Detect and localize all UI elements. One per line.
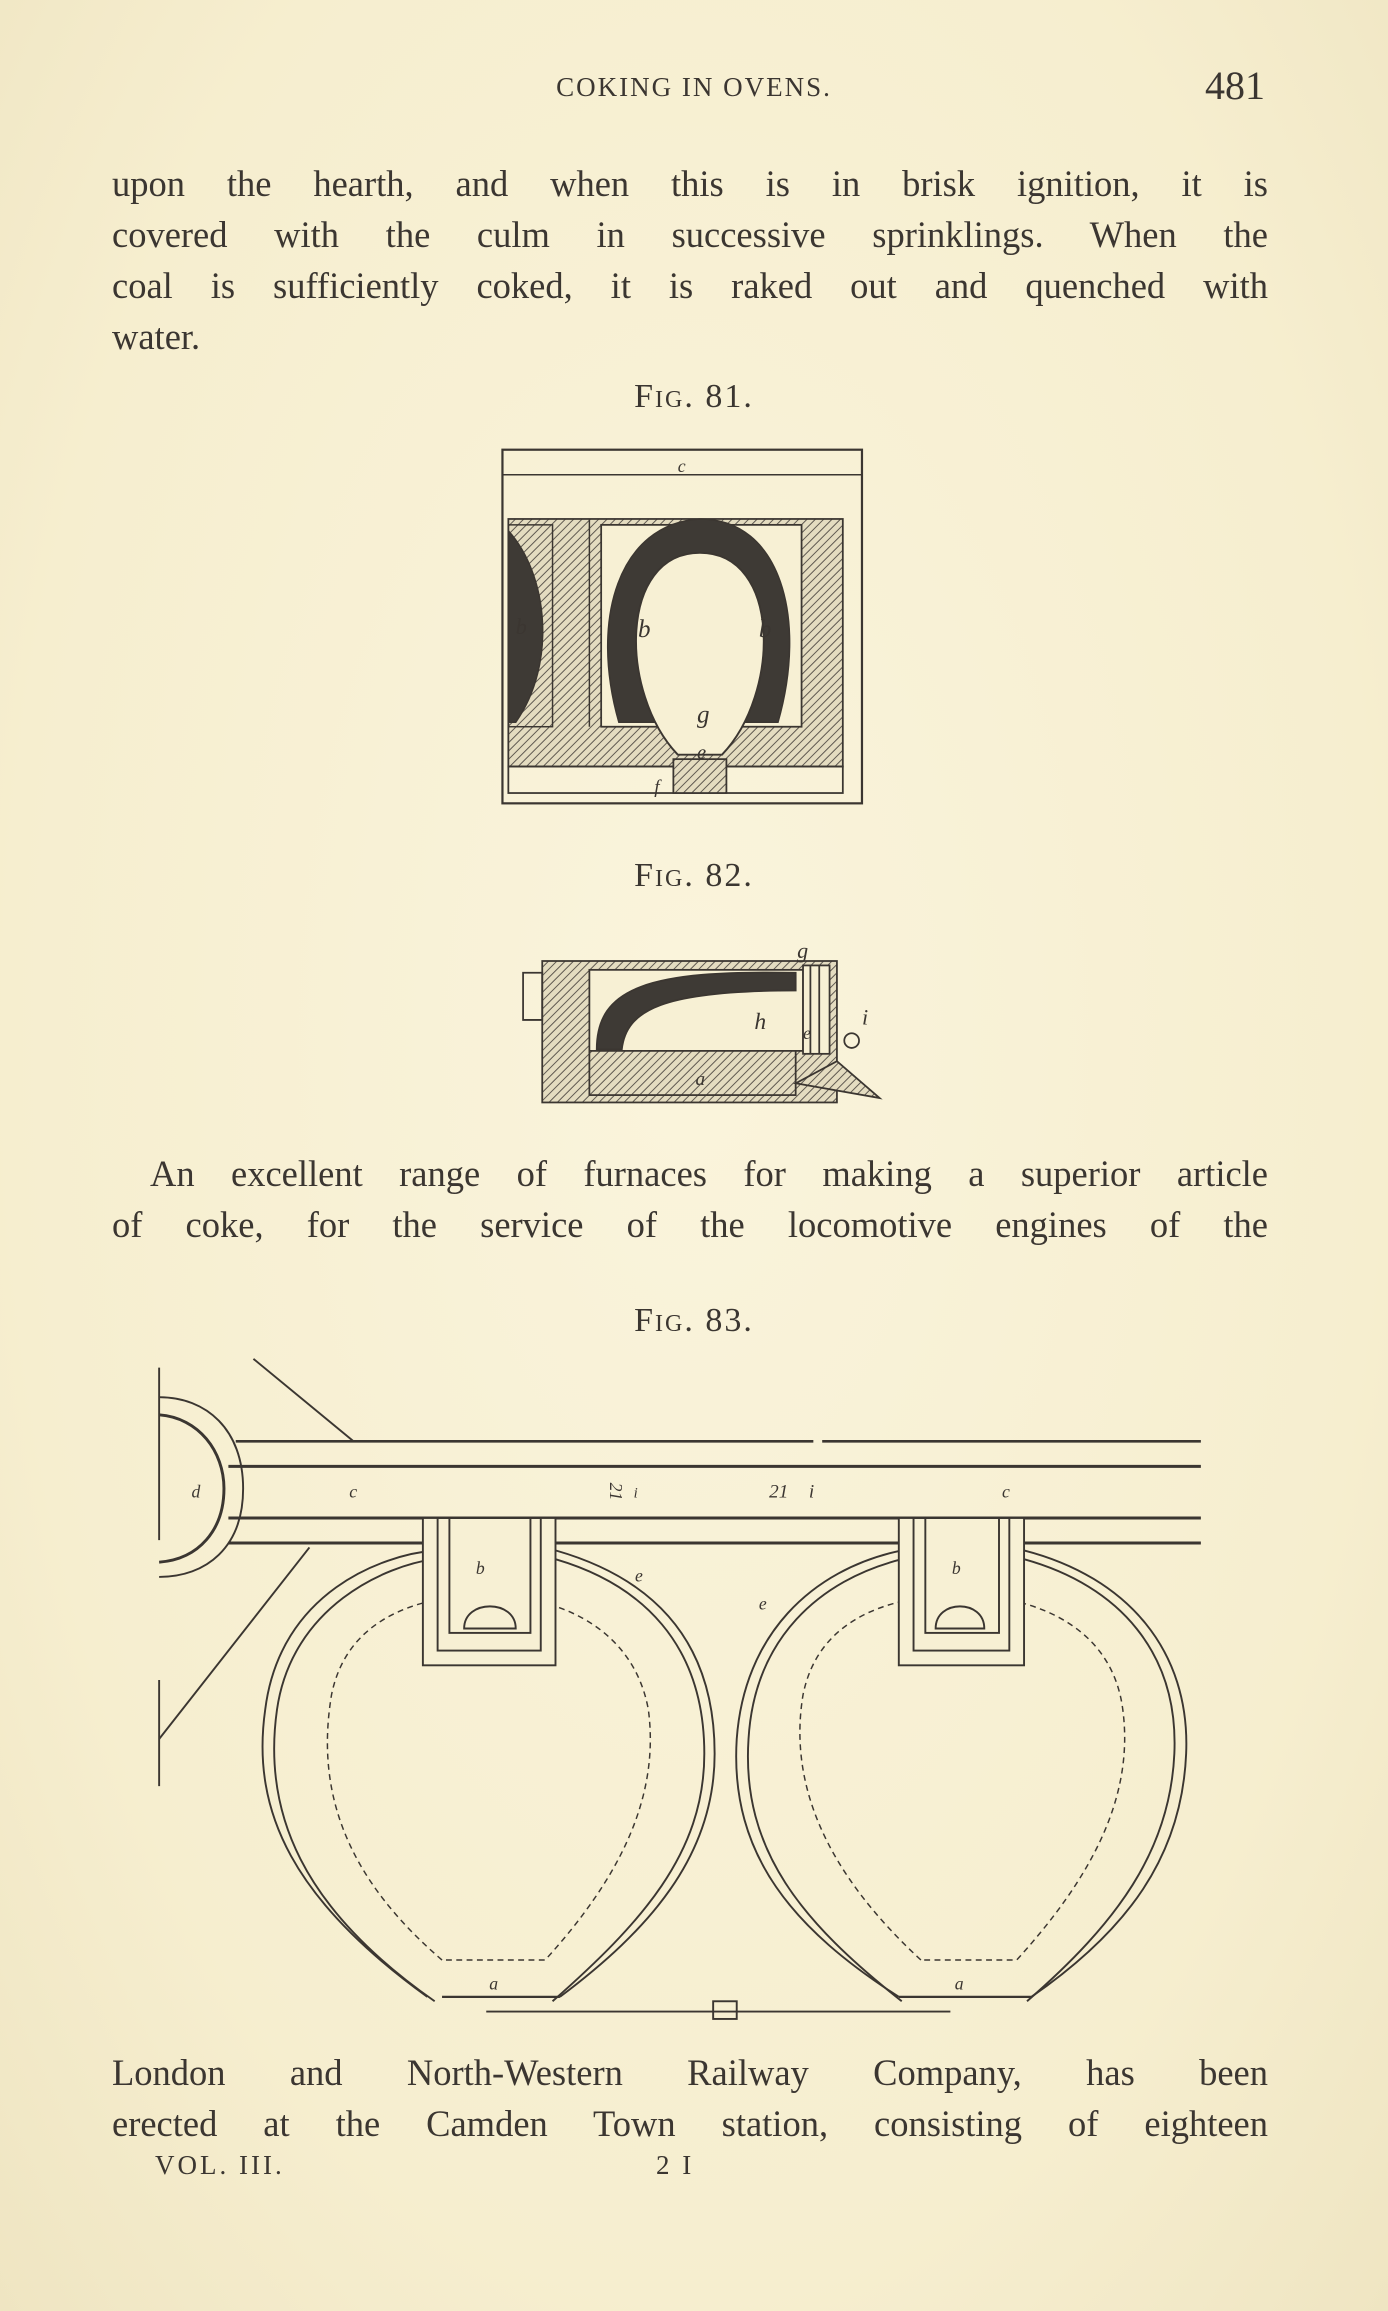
fig-83-label-e-left: e (635, 1565, 643, 1585)
fig-82-caption: Fig. 82. (634, 857, 754, 894)
paragraph-2-line-2: of coke, for the service of the locomoti… (112, 1204, 1268, 1245)
fig-83-label-c-right: c (1002, 1481, 1010, 1501)
fig-83-label-e-right: e (759, 1593, 767, 1613)
fig-81-label-b-right: b (759, 616, 772, 643)
fig-81-caption: Fig. 81. (634, 378, 754, 415)
fig-83-label-a-right: a (955, 1973, 964, 1993)
volume-footer: VOL. III. (155, 2150, 285, 2180)
paragraph-1-line-2: covered with the culm in successive spri… (112, 214, 1268, 255)
fig-83-label-b-left: b (476, 1558, 485, 1578)
fig-81-label-c: c (678, 456, 686, 476)
fig-82-label-i: i (862, 1004, 868, 1029)
paragraph-1-line-3: coal is sufficiently coked, it is raked … (112, 265, 1268, 306)
fig-81-label-e: e (697, 742, 706, 764)
page-number: 481 (1205, 63, 1265, 108)
paragraph-3-line-2: erected at the Camden Town station, cons… (112, 2103, 1268, 2144)
paragraph-2-line-1: An excellent range of furnaces for makin… (150, 1153, 1268, 1194)
fig-83-label-i: i (809, 1481, 814, 1502)
fig-81-label-g: g (697, 701, 710, 728)
paragraph-3-line-1: London and North-Western Railway Company… (112, 2052, 1268, 2093)
fig-83-label-i-rotated: i (634, 1485, 638, 1501)
fig-81-label-b-left: b (516, 614, 527, 639)
fig-81-label-b-center: b (638, 616, 651, 643)
fig-83-furnace-plan (158, 1358, 1201, 2020)
fig-81-oven-section (501, 448, 864, 805)
fig-81-label-f: f (654, 777, 662, 798)
signature-mark: 2 I (656, 2150, 695, 2180)
fig-83-label-b-right: b (952, 1558, 961, 1578)
fig-82-label-a: a (695, 1069, 705, 1090)
fig-83-caption: Fig. 83. (634, 1302, 754, 1339)
fig-82-label-g: g (797, 938, 808, 963)
paragraph-1-line-4: water. (112, 316, 201, 357)
fig-83-label-c-left: c (349, 1481, 357, 1501)
running-title: COKING IN OVENS. (556, 72, 832, 102)
fig-83-label-21-rotated: 21 (606, 1483, 626, 1501)
fig-83-label-21: 21 (769, 1481, 788, 1502)
fig-82-label-e: e (803, 1023, 811, 1043)
paragraph-1-line-1: upon the hearth, and when this is in bri… (112, 163, 1268, 204)
fig-82-oven-section (522, 960, 883, 1104)
fig-83-label-a-left: a (489, 1973, 498, 1993)
fig-83-label-d: d (192, 1481, 201, 1501)
fig-82-label-h: h (754, 1009, 766, 1035)
